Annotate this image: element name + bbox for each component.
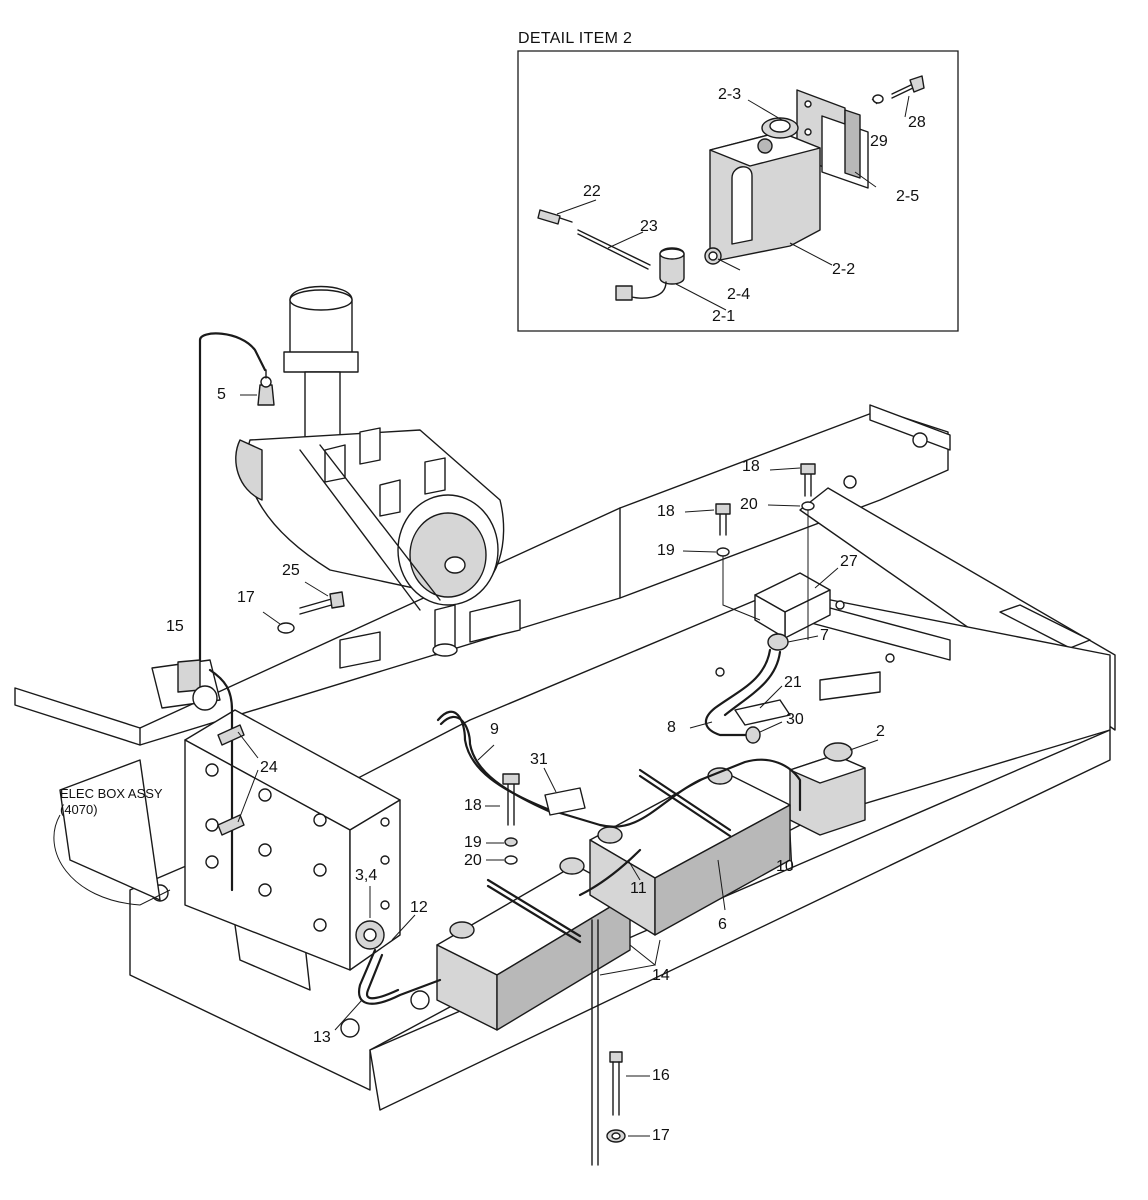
fastener-17-25 xyxy=(263,582,344,633)
callout-13: 13 xyxy=(313,1029,331,1046)
callout-3-4: 3,4 xyxy=(355,867,378,884)
callout-5: 5 xyxy=(217,386,226,403)
callout-20-lower: 20 xyxy=(464,852,482,869)
detail-sensor-assembly xyxy=(538,210,684,300)
battery-front xyxy=(437,858,630,1030)
note-line-2: (4070) xyxy=(60,802,98,817)
callout-23: 23 xyxy=(640,218,658,235)
callout-2-1: 2-1 xyxy=(712,308,736,325)
callout-8: 8 xyxy=(667,719,676,736)
note-line-1: ELEC BOX ASSY xyxy=(60,786,163,801)
bracket-15 xyxy=(152,660,220,710)
detail-bolt xyxy=(873,76,924,103)
callout-19-top: 19 xyxy=(657,542,675,559)
callout-31: 31 xyxy=(530,751,548,768)
relay-and-cable xyxy=(690,634,818,743)
detail-fitting xyxy=(705,248,721,264)
reservoir-2 xyxy=(790,740,878,835)
detail-title: DETAIL ITEM 2 xyxy=(518,30,633,47)
note-outline xyxy=(54,815,170,905)
vacuum-switch xyxy=(200,333,274,660)
callout-2-4: 2-4 xyxy=(727,286,751,303)
callout-16: 16 xyxy=(652,1067,670,1084)
callout-14: 14 xyxy=(652,967,670,984)
callout-24: 24 xyxy=(260,759,278,776)
clamps-24 xyxy=(210,670,258,890)
callout-18-mid: 18 xyxy=(657,503,675,520)
callout-2-5: 2-5 xyxy=(896,188,920,205)
callout-11: 11 xyxy=(630,880,647,897)
air-cleaner xyxy=(236,287,504,611)
detail-leaders xyxy=(557,96,909,310)
battery-leader xyxy=(600,940,660,975)
callout-20-top: 20 xyxy=(740,496,758,513)
callout-9: 9 xyxy=(490,721,499,738)
callout-2-3: 2-3 xyxy=(718,86,742,103)
callout-29: 29 xyxy=(870,133,888,150)
callout-18-top: 18 xyxy=(742,458,760,475)
fastener-set-lower xyxy=(485,774,519,864)
callout-19-lower: 19 xyxy=(464,834,482,851)
detail-frame xyxy=(518,51,958,331)
callout-22: 22 xyxy=(583,183,601,200)
callout-27: 27 xyxy=(840,553,858,570)
battery-cables xyxy=(335,712,800,1030)
callout-28: 28 xyxy=(908,114,926,131)
callout-6: 6 xyxy=(718,916,727,933)
callout-17-lower: 17 xyxy=(652,1127,670,1144)
callout-18-lower: 18 xyxy=(464,797,482,814)
callout-25: 25 xyxy=(282,562,300,579)
callout-30: 30 xyxy=(786,711,804,728)
callout-10: 10 xyxy=(776,858,794,875)
callout-2-2: 2-2 xyxy=(832,261,856,278)
callout-12: 12 xyxy=(410,899,428,916)
callout-21: 21 xyxy=(784,674,802,691)
fastener-set-upper xyxy=(683,464,815,640)
long-bolt-16 xyxy=(592,920,650,1165)
air-cleaner-cradle xyxy=(340,600,520,668)
callout-17-upper: 17 xyxy=(237,589,255,606)
callout-2: 2 xyxy=(876,723,885,740)
callout-7: 7 xyxy=(820,627,829,644)
detail-reservoir xyxy=(710,118,820,262)
callout-15: 15 xyxy=(166,618,184,635)
